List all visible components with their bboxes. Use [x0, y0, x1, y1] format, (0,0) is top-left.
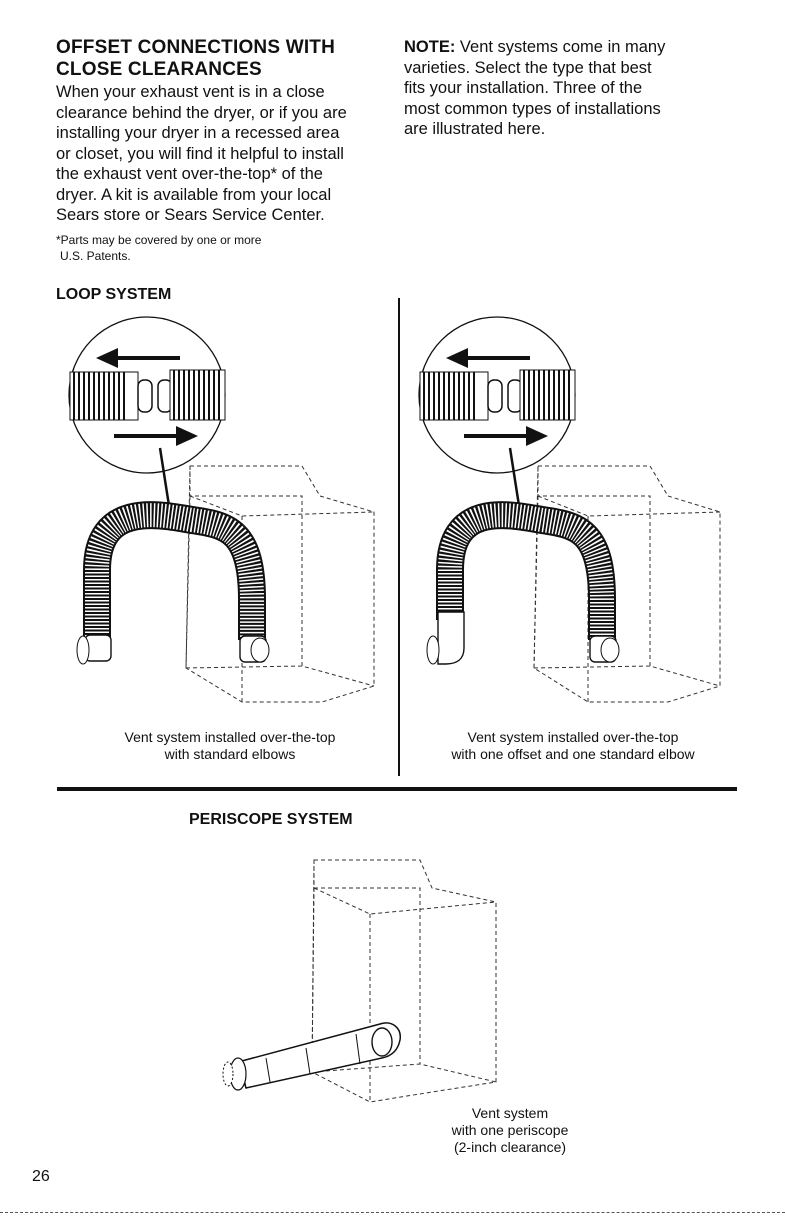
arrow-left-icon	[96, 348, 180, 368]
periscope-system-heading: PERISCOPE SYSTEM	[189, 811, 353, 828]
offset-body-line: Sears store or Sears Service Center.	[56, 206, 325, 224]
loop-left-caption-line2: with standard elbows	[164, 746, 296, 762]
offset-body-line: When your exhaust vent is in a close	[56, 83, 325, 101]
arrow-right-icon	[114, 426, 198, 446]
offset-body-line: the exhaust vent over-the-top* of the	[56, 165, 323, 183]
note-line: varieties. Select the type that best	[404, 58, 652, 77]
periscope-caption-line2: with one periscope	[451, 1122, 569, 1138]
note-first-line: NOTE: Vent systems come in many	[404, 37, 734, 58]
footnote-line2: U.S. Patents.	[60, 249, 131, 263]
note-label: NOTE:	[404, 38, 456, 56]
note-line: fits your installation. Three of the	[404, 79, 643, 97]
offset-elbow	[426, 611, 465, 665]
dryer-outline	[185, 465, 375, 703]
note-text-start: Vent systems come in many	[455, 38, 666, 56]
periscope-caption-line3: (2-inch clearance)	[453, 1139, 567, 1155]
note-line: are illustrated here.	[404, 120, 546, 138]
elbow-right	[589, 635, 620, 663]
offset-heading-line1: OFFSET CONNECTIONS WITH	[56, 37, 336, 58]
offset-body-line: or closet, you will find it helpful to i…	[56, 144, 344, 163]
vertical-divider	[398, 298, 400, 776]
duct-coil-detail	[69, 369, 226, 421]
offset-heading: OFFSET CONNECTIONS WITH CLOSE CLEARANCES	[56, 37, 335, 81]
note-line: most common types of installations	[404, 99, 661, 118]
elbow-left	[76, 634, 112, 665]
arrow-right-icon	[464, 426, 548, 446]
dryer-outline	[533, 465, 721, 703]
section-rule	[57, 787, 737, 791]
loop-illustration-left	[68, 316, 375, 703]
loop-right-caption-line1: Vent system installed over-the-top	[467, 729, 679, 745]
offset-heading-line2: CLOSE CLEARANCES	[56, 59, 262, 80]
loop-left-caption-line1: Vent system installed over-the-top	[124, 729, 336, 745]
loop-hose	[436, 501, 616, 640]
periscope-caption: Vent system with one periscope (2-inch c…	[420, 1105, 600, 1156]
dryer-outline	[311, 859, 497, 1103]
offset-body-line: clearance behind the dryer, or if you ar…	[56, 103, 347, 122]
periscope-illustration	[222, 859, 497, 1103]
elbow-right	[239, 635, 270, 663]
loop-left-caption: Vent system installed over-the-top with …	[80, 729, 380, 763]
offset-body-line: installing your dryer in a recessed area	[56, 124, 340, 142]
periscope-caption-line1: Vent system	[471, 1105, 549, 1121]
duct-coil-detail	[419, 369, 576, 421]
offset-body-line: dryer. A kit is available from your loca…	[56, 185, 332, 204]
loop-right-caption: Vent system installed over-the-top with …	[418, 729, 728, 763]
loop-system-heading: LOOP SYSTEM	[56, 286, 172, 303]
page-number: 26	[32, 1168, 50, 1185]
patent-footnote: *Parts may be covered by one or more U.S…	[56, 232, 261, 264]
footnote-line1: *Parts may be covered by one or more	[56, 233, 262, 247]
arrow-left-icon	[446, 348, 530, 368]
offset-body: When your exhaust vent is in a close cle…	[56, 82, 386, 226]
page-bottom-edge	[0, 1212, 785, 1213]
loop-illustration-right	[418, 316, 721, 703]
loop-hose	[83, 501, 266, 640]
loop-right-caption-line2: with one offset and one standard elbow	[451, 746, 695, 762]
note-block: NOTE: Vent systems come in many varietie…	[404, 37, 734, 140]
periscope-duct	[222, 1022, 401, 1091]
